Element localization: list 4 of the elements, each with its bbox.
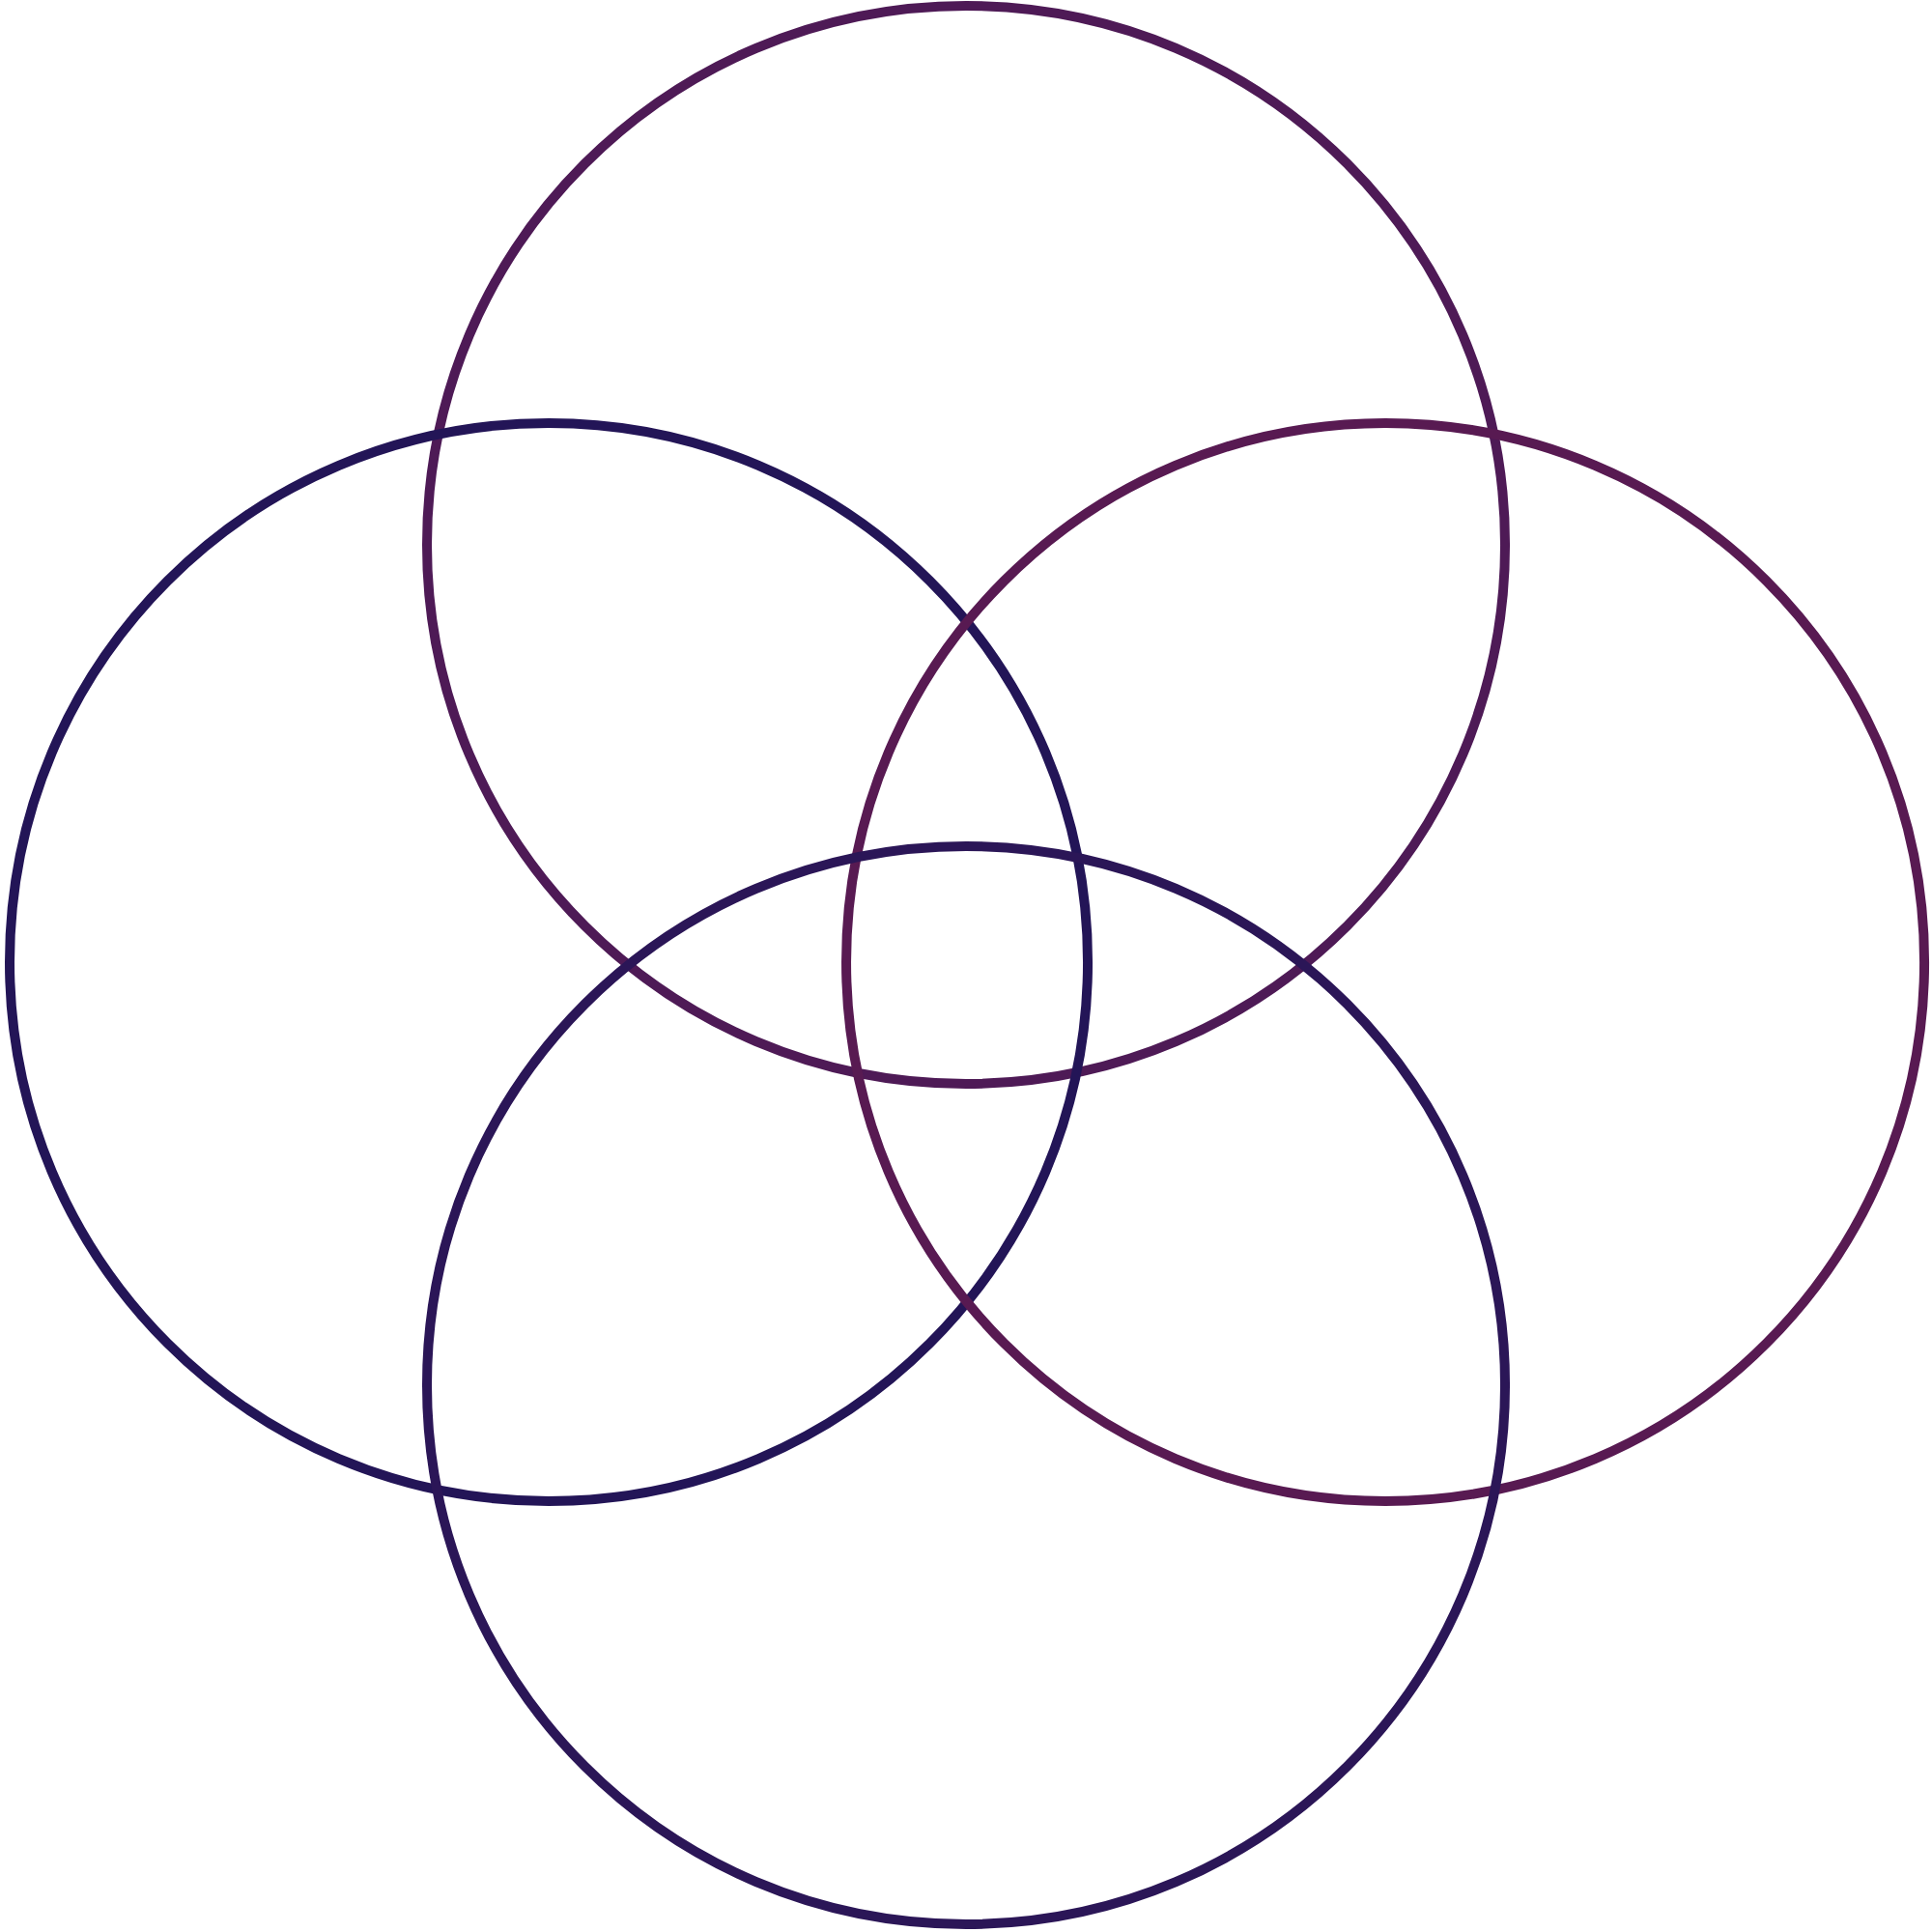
venn-circle (422, 841, 1511, 1929)
venn-circle (841, 417, 1930, 1506)
venn-circle (422, 0, 1511, 1089)
venn-circle (5, 417, 1094, 1506)
